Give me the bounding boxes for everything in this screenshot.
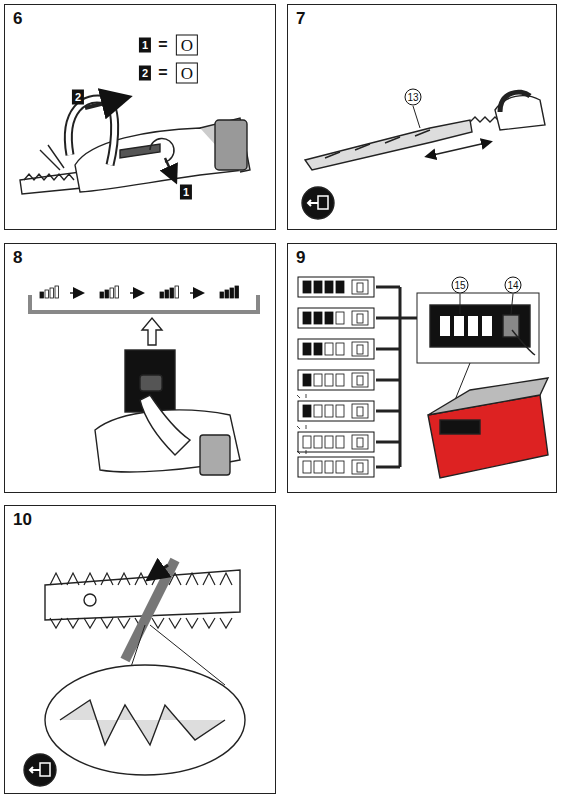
callout-number: 1 <box>139 38 151 53</box>
figure-number: 10 <box>13 510 32 530</box>
figure-number: 8 <box>13 248 22 268</box>
figure-panel: 10 <box>4 505 276 794</box>
callout-number: = <box>158 65 167 81</box>
callout-number: 2 <box>72 90 84 105</box>
callout-number: O <box>176 63 198 84</box>
callout-number: 13 <box>405 89 422 106</box>
panel-7-art <box>302 92 545 219</box>
callout-number: 14 <box>505 277 522 294</box>
callout-number: = <box>158 37 167 53</box>
callout-number: O <box>176 35 198 56</box>
callout-number: 2 <box>139 66 151 81</box>
figure-number: 7 <box>296 9 305 29</box>
figure-panel: 7 <box>287 4 557 230</box>
panel-6-art <box>20 98 250 194</box>
figure-panel: 8 <box>4 243 276 493</box>
panel-8-art <box>30 286 258 475</box>
panel-9-art <box>297 277 548 478</box>
panel-10-art <box>24 560 245 786</box>
figure-number: 6 <box>13 9 22 29</box>
callout-number: 15 <box>452 277 469 294</box>
figure-number: 9 <box>296 248 305 268</box>
callout-number: 1 <box>180 185 192 200</box>
